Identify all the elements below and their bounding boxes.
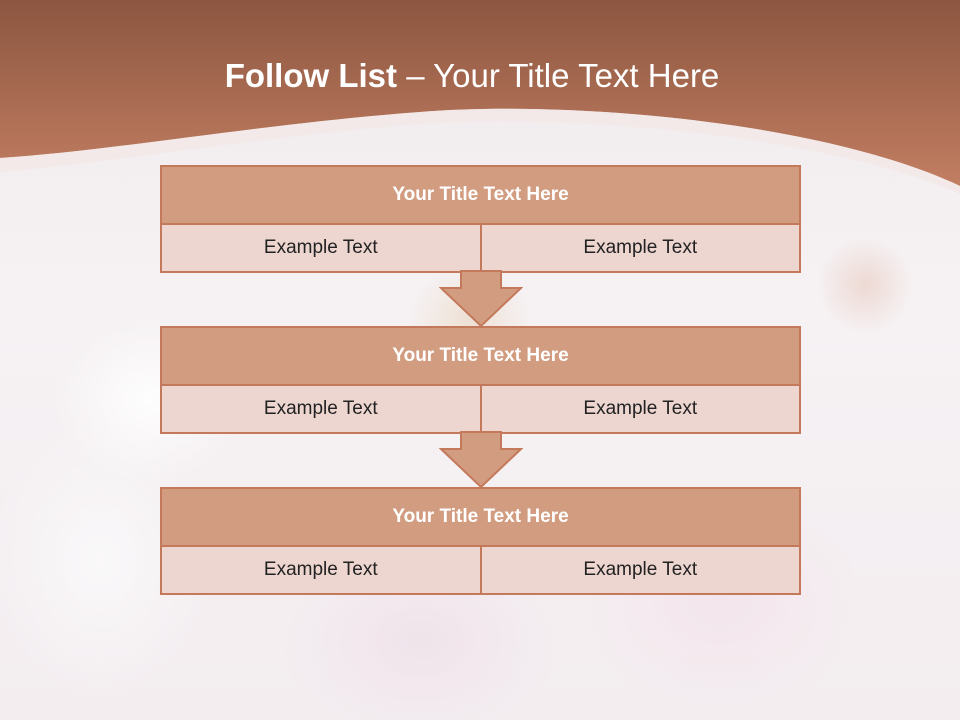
list-block-2: Your Title Text Here Example Text Exampl…	[160, 326, 801, 434]
header-banner	[0, 0, 960, 200]
header-curve	[0, 0, 960, 194]
block-cell-right: Example Text	[479, 547, 800, 593]
block-cell-right: Example Text	[479, 225, 800, 271]
title-bold: Follow List	[224, 57, 398, 94]
block-row: Example Text Example Text	[162, 225, 799, 271]
block-header: Your Title Text Here	[162, 328, 799, 386]
list-block-3: Your Title Text Here Example Text Exampl…	[160, 487, 801, 595]
down-arrow-icon	[439, 270, 523, 328]
block-row: Example Text Example Text	[162, 386, 799, 432]
block-cell-left: Example Text	[263, 237, 378, 258]
block-cell-left: Example Text	[263, 559, 378, 580]
page-title: Follow List – Your Title Text Here	[0, 52, 944, 100]
block-header: Your Title Text Here	[162, 167, 799, 225]
block-row: Example Text Example Text	[162, 547, 799, 593]
block-header: Your Title Text Here	[162, 489, 799, 547]
block-cell-left: Example Text	[263, 398, 378, 419]
title-rest: – Your Title Text Here	[397, 57, 720, 94]
down-arrow-icon	[439, 431, 523, 489]
list-block-1: Your Title Text Here Example Text Exampl…	[160, 165, 801, 273]
block-cell-right: Example Text	[479, 386, 800, 432]
